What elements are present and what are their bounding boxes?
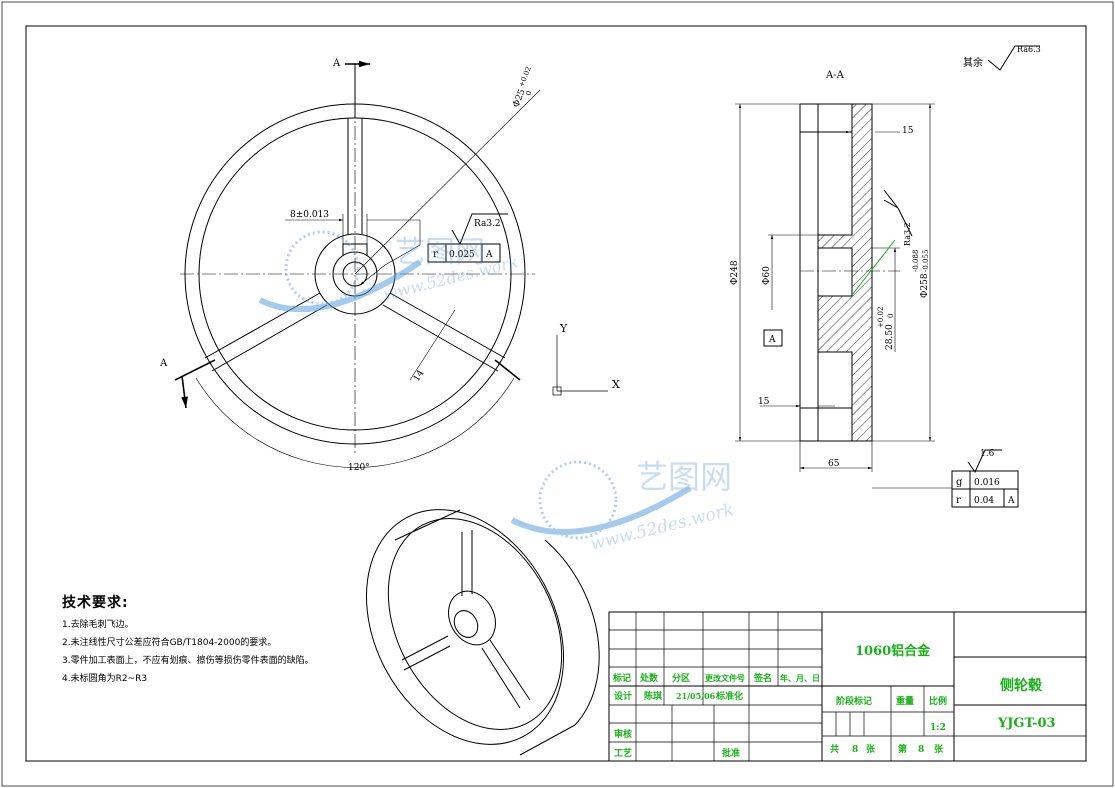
ucs-x-label: X	[612, 378, 620, 391]
tb-designer: 陈琪	[644, 690, 662, 702]
datum-label: A	[768, 335, 776, 345]
ucs-y-label: Y	[559, 322, 568, 335]
tb-sheet-label: 第	[898, 743, 907, 755]
tb-material: 1060铝合金	[855, 643, 931, 659]
note-item: 3.零件加工表面上，不应有划痕、擦伤等损伤零件表面的缺陷。	[62, 656, 314, 666]
dim-boss-diameter-tol-lower: 0	[524, 90, 533, 97]
tb-review: 审核	[614, 728, 632, 740]
tb-sheet-unit2: 张	[934, 743, 944, 755]
tb-header-4: 签名	[753, 672, 772, 684]
dim-bore: Φ60	[762, 266, 772, 285]
tb-header-1: 处数	[639, 672, 659, 684]
tb-weight: 重量	[896, 695, 914, 707]
tb-sheet-unit: 张	[866, 743, 876, 755]
inner-border	[25, 25, 1087, 762]
ucs-icon	[552, 335, 608, 396]
tol-hub-key-upper: +0.02	[877, 307, 885, 328]
tb-approve: 批准	[722, 747, 740, 759]
angle-label: 120°	[348, 463, 370, 473]
dim-keyway: 8±0.013	[290, 210, 329, 220]
fcf-runout-datum: A	[1007, 496, 1015, 506]
tb-stage-mark: 阶段标记	[836, 695, 872, 707]
runout-symbol-front: r	[433, 249, 438, 260]
rest-roughness-value: Ra6.3	[1017, 45, 1041, 54]
dim-hub-len: 15	[758, 397, 770, 407]
tb-design-date: 21/05/06	[676, 691, 716, 701]
tb-design-label: 设计	[614, 690, 632, 702]
tb-sheet-no: 8	[918, 745, 924, 755]
fcf-runout-value: 0.04	[974, 496, 994, 506]
notes-title: 技术要求:	[62, 595, 129, 611]
tb-drawing-no: YJGT-03	[997, 716, 1056, 731]
dim-web-thickness: 14	[412, 368, 427, 383]
fcf-flat-symbol: g	[956, 477, 963, 488]
view-label-a-top: A	[332, 58, 341, 69]
tb-standardize: 标准化	[715, 690, 743, 702]
dim-boss-diameter: Φ25+0.02	[510, 65, 537, 109]
roughness-side: Ra3.2	[903, 222, 912, 246]
note-item: 1.去除毛刺飞边。	[62, 620, 134, 630]
fcf-runout-symbol: r	[956, 495, 961, 506]
tb-total-sheets: 8	[852, 745, 858, 755]
view-label-a-left: A	[159, 358, 168, 369]
technical-notes: 技术要求: 1.去除毛刺飞边。 2.未注线性尺寸公差应符合GB/T1804-20…	[62, 594, 382, 688]
isometric-view	[365, 509, 600, 756]
dim-outer-fit: Φ258	[920, 273, 930, 298]
dim-boss-diameter-tol-upper: +0.02	[517, 65, 532, 88]
tb-header-2: 分区	[672, 672, 690, 684]
tb-header-3: 更改文件号	[705, 673, 745, 683]
dim-rim-top: 15	[902, 126, 914, 136]
watermark-brand-1: 艺图网	[395, 235, 485, 270]
tb-part-name: 侧轮毂	[1000, 677, 1043, 694]
roughness-front: Ra3.2	[474, 219, 501, 229]
watermark-brand-2: 艺图网	[636, 458, 732, 496]
section-view: A-A	[735, 45, 1040, 508]
runout-value-front: 0.025	[449, 250, 475, 260]
fcf-flat-value: 0.016	[974, 478, 1000, 488]
title-block	[608, 611, 1087, 762]
tb-header-0: 标记	[612, 672, 631, 684]
tb-scale-label: 比例	[929, 695, 947, 707]
tb-total-label: 共	[830, 743, 839, 755]
tb-header-5: 年、月、日	[780, 673, 820, 683]
note-item: 4.未标圆角为R2~R3	[62, 674, 148, 684]
dim-overall-dia: Φ248	[730, 260, 740, 285]
section-title: A-A	[825, 70, 845, 81]
dim-width: 65	[828, 459, 840, 469]
rest-roughness-prefix: 其余	[963, 56, 983, 69]
tol-outer-fit-upper: -0.088	[912, 250, 920, 272]
tb-craft: 工艺	[614, 747, 632, 759]
runout-datum-front: A	[485, 250, 493, 260]
tb-scale: 1:2	[930, 723, 946, 733]
note-item: 2.未注线性尺寸公差应符合GB/T1804-2000的要求。	[62, 638, 277, 648]
roughness-right: 1.6	[980, 449, 995, 459]
tol-outer-fit-lower: -0.055	[922, 250, 930, 272]
tol-hub-key-lower: 0	[887, 314, 895, 318]
watermark-1: 艺图网 www.52des.work	[258, 230, 520, 313]
dim-hub-key: 28.50	[885, 324, 895, 350]
